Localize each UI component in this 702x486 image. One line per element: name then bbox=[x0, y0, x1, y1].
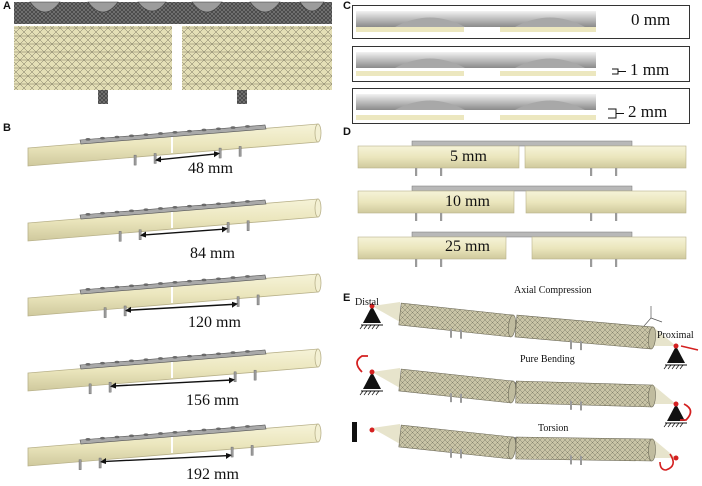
offset-box-2mm bbox=[352, 88, 690, 124]
panel-b-models bbox=[27, 123, 322, 470]
load-case-model-torsion bbox=[352, 422, 679, 471]
gap-model-1 bbox=[357, 140, 687, 176]
offset-label-2mm: 2 mm bbox=[628, 102, 668, 121]
panel-d-models bbox=[357, 140, 687, 267]
load-case-model-axial-compression bbox=[359, 302, 699, 370]
gap-model-3 bbox=[357, 231, 687, 267]
bone-model-3 bbox=[27, 273, 322, 318]
gap-label-120mm: 120 mm bbox=[188, 314, 241, 331]
gap-model-2 bbox=[357, 185, 687, 221]
bone-model-1 bbox=[27, 123, 322, 167]
panel-letter-c: C bbox=[343, 0, 351, 12]
panel-c-models bbox=[356, 11, 626, 120]
panel-letter-d: D bbox=[343, 126, 351, 138]
proximal-label: Proximal bbox=[657, 330, 694, 341]
load-case-pure-bending: Pure Bending bbox=[520, 354, 575, 365]
gap-label-5mm: 5 mm bbox=[450, 148, 487, 165]
gap-label-156mm: 156 mm bbox=[186, 392, 239, 409]
panel-a-mesh bbox=[14, 1, 332, 104]
gap-label-84mm: 84 mm bbox=[190, 245, 235, 262]
gap-label-192mm: 192 mm bbox=[186, 466, 239, 483]
offset-label-1mm: 1 mm bbox=[630, 60, 670, 79]
gap-label-10mm: 10 mm bbox=[445, 193, 490, 210]
offset-box-0mm bbox=[352, 5, 690, 39]
bone-model-5 bbox=[27, 423, 322, 470]
panel-e-models bbox=[352, 302, 699, 471]
bone-model-4 bbox=[27, 348, 322, 395]
load-case-torsion: Torsion bbox=[538, 423, 569, 434]
load-case-model-pure-bending bbox=[356, 355, 692, 428]
gap-label-25mm: 25 mm bbox=[445, 238, 490, 255]
panel-letter-b: B bbox=[3, 122, 11, 134]
offset-label-0mm: 0 mm bbox=[631, 10, 671, 29]
panel-letter-e: E bbox=[343, 292, 351, 304]
panel-letter-a: A bbox=[3, 0, 11, 12]
offset-box-1mm bbox=[352, 46, 690, 82]
load-case-axial-compression: Axial Compression bbox=[514, 285, 592, 296]
bone-model-2 bbox=[27, 198, 322, 242]
gap-label-48mm: 48 mm bbox=[188, 160, 233, 177]
distal-label: Distal bbox=[355, 297, 379, 308]
